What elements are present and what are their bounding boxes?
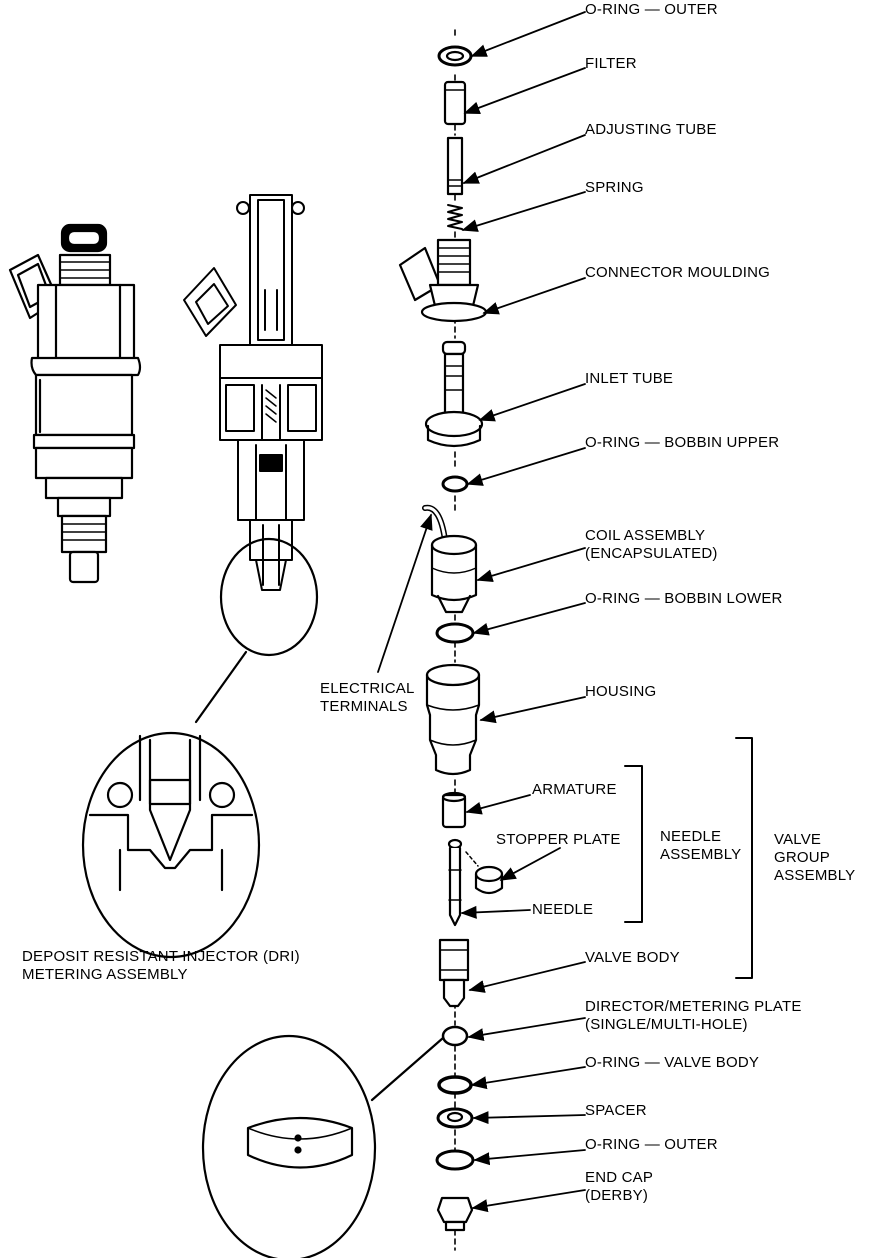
label-end-cap-line2: (DERBY) (585, 1187, 649, 1204)
label-valve-group-line2: GROUP (774, 849, 831, 866)
label-armature: ARMATURE (532, 781, 617, 798)
label-valve-group-line3: ASSEMBLY (774, 867, 856, 884)
label-electrical-terminals-line2: TERMINALS (320, 698, 408, 715)
label-inlet-tube: INLET TUBE (585, 370, 674, 387)
label-coil-assembly-line1: COIL ASSEMBLY (585, 527, 706, 544)
label-end-cap: END CAP (DERBY) (585, 1169, 653, 1205)
label-adjusting-tube: ADJUSTING TUBE (585, 121, 717, 138)
label-electrical-terminals-line1: ELECTRICAL (320, 680, 415, 697)
label-o-ring-bobbin-upper: O-RING — BOBBIN UPPER (585, 434, 780, 451)
label-dri-caption-line2: METERING ASSEMBLY (22, 966, 188, 983)
label-connector-moulding: CONNECTOR MOULDING (585, 264, 770, 281)
label-valve-group-line1: VALVE (774, 831, 822, 848)
label-o-ring-outer-top: O-RING — OUTER (585, 1, 718, 18)
dri-detail-magnifier (81, 537, 319, 959)
label-valve-group-assembly: VALVE GROUP ASSEMBLY (774, 831, 855, 885)
assembly-brackets (624, 737, 753, 979)
label-needle-assembly-line1: NEEDLE (660, 828, 722, 845)
director-plate-magnifier (201, 1034, 445, 1258)
label-o-ring-valve-body: O-RING — VALVE BODY (585, 1054, 760, 1071)
label-electrical-terminals: ELECTRICAL TERMINALS (320, 680, 415, 716)
label-filter: FILTER (585, 55, 637, 72)
label-o-ring-outer-bottom: O-RING — OUTER (585, 1136, 718, 1153)
label-director-metering-plate: DIRECTOR/METERING PLATE (SINGLE/MULTI-HO… (585, 998, 802, 1034)
label-needle-assembly-line2: ASSEMBLY (660, 846, 742, 863)
label-director-line2: (SINGLE/MULTI-HOLE) (585, 1016, 748, 1033)
label-o-ring-bobbin-lower: O-RING — BOBBIN LOWER (585, 590, 783, 607)
label-stopper-plate: STOPPER PLATE (496, 831, 621, 848)
label-needle-assembly: NEEDLE ASSEMBLY (660, 828, 741, 864)
label-spacer: SPACER (585, 1102, 647, 1119)
label-director-line1: DIRECTOR/METERING PLATE (585, 998, 802, 1015)
assembled-injector (8, 223, 142, 584)
label-coil-assembly-line2: (ENCAPSULATED) (585, 545, 718, 562)
label-needle: NEEDLE (532, 901, 594, 918)
label-valve-body: VALVE BODY (585, 949, 680, 966)
cross-section-injector (183, 194, 323, 591)
label-dri-caption-line1: DEPOSIT RESISTANT INJECTOR (DRI) (22, 948, 300, 965)
leader-arrows (377, 11, 586, 1213)
exploded-components (398, 29, 504, 1251)
label-housing: HOUSING (585, 683, 657, 700)
label-spring: SPRING (585, 179, 644, 196)
label-dri-caption: DEPOSIT RESISTANT INJECTOR (DRI) METERIN… (22, 948, 300, 984)
label-end-cap-line1: END CAP (585, 1169, 654, 1186)
label-coil-assembly: COIL ASSEMBLY (ENCAPSULATED) (585, 527, 718, 563)
